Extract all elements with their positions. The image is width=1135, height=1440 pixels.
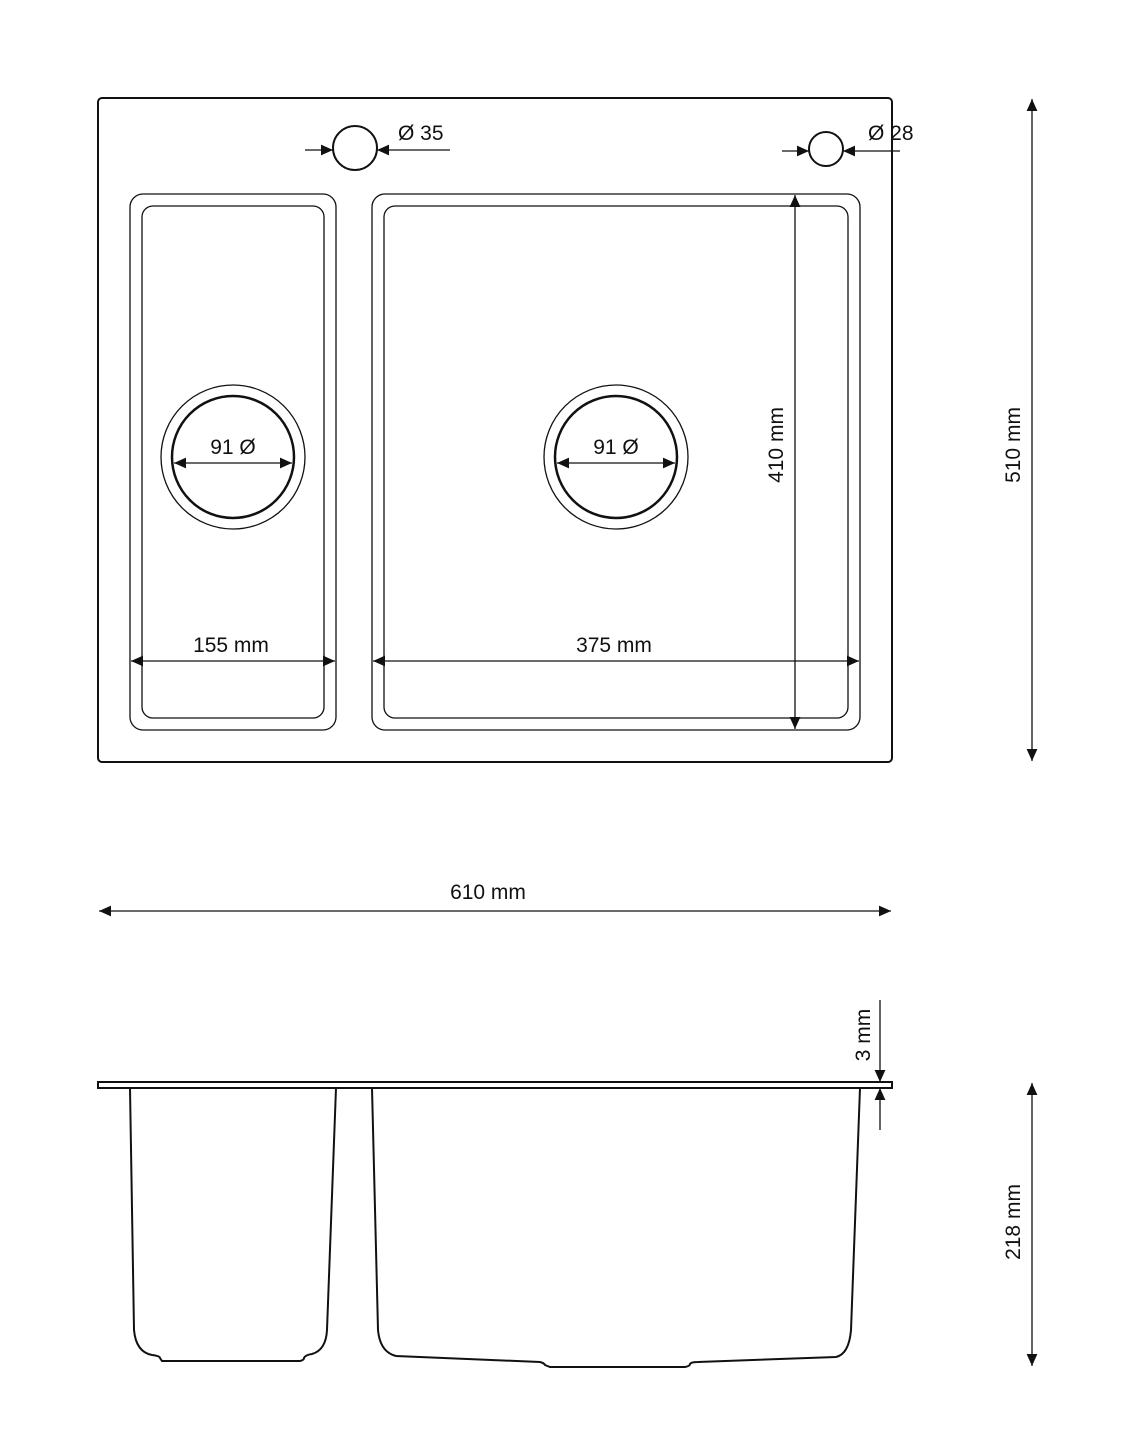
left-bowl-width-label: 155 mm [193, 634, 269, 657]
bowl-length-label: 410 mm [765, 407, 788, 483]
tap-hole-1 [332, 125, 378, 171]
left-drain-label: 91 Ø [210, 436, 256, 459]
left-bowl-inner [141, 205, 325, 719]
tap-hole-2 [808, 131, 844, 167]
left-drain-inner [170, 394, 296, 520]
overall-width-label: 610 mm [450, 881, 526, 904]
left-bowl-profile [129, 1087, 337, 1362]
overall-depth-label: 510 mm [1002, 407, 1025, 483]
right-bowl-inner [383, 205, 849, 719]
thickness-label: 3 mm [852, 1009, 875, 1062]
top-view: 91 Ø 91 Ø Ø 35 Ø 28 155 mm 375 mm 410 mm… [97, 97, 1038, 917]
side-view: 3 mm 218 mm [97, 1000, 1038, 1368]
left-drain-outer [160, 384, 306, 530]
sink-outline [97, 97, 893, 763]
right-bowl-width-label: 375 mm [576, 634, 652, 657]
right-drain-inner [553, 394, 679, 520]
right-bowl-outer [371, 193, 861, 731]
tap-hole-1-label: Ø 35 [398, 122, 444, 145]
tap-hole-2-label: Ø 28 [868, 122, 914, 145]
right-drain-label: 91 Ø [593, 436, 639, 459]
left-bowl-outer [129, 193, 337, 731]
right-drain-outer [543, 384, 689, 530]
right-bowl-profile [371, 1087, 861, 1368]
height-label: 218 mm [1002, 1184, 1025, 1260]
deck-plate [97, 1081, 893, 1089]
